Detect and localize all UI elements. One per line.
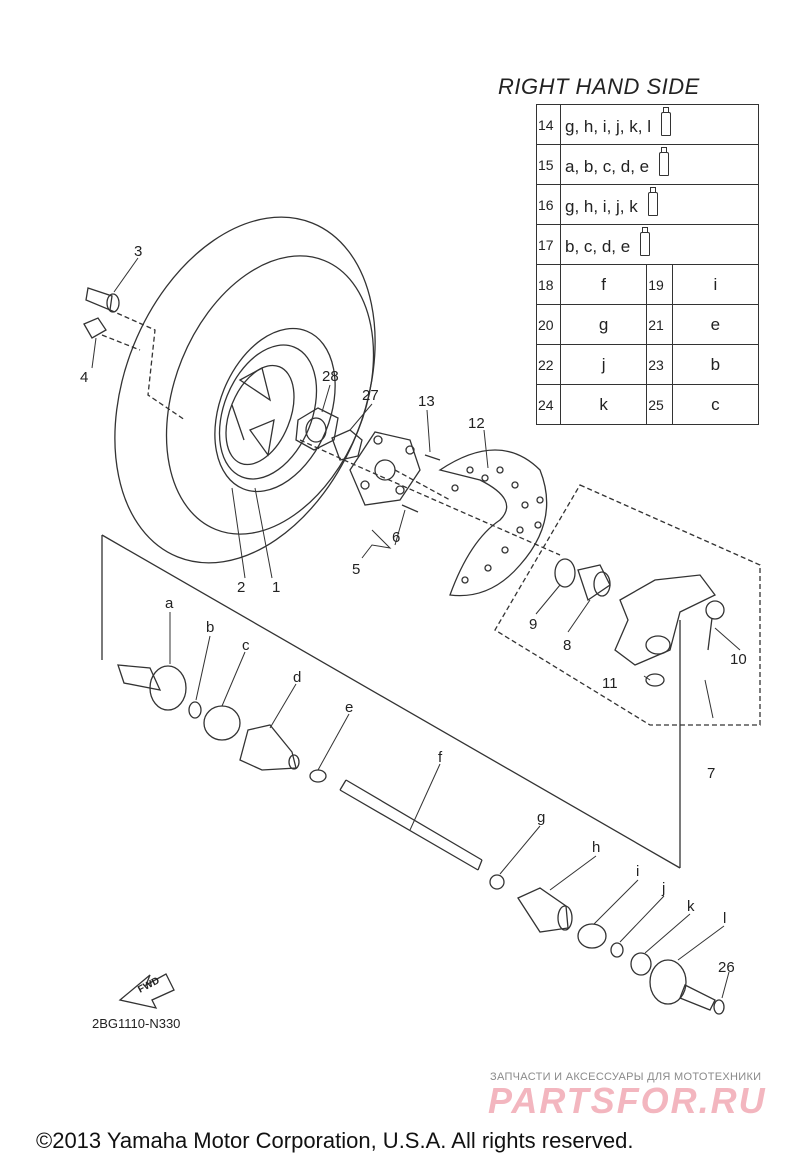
leader-lines (91, 257, 741, 999)
kit-parts-text: a, b, c, d, e (565, 157, 650, 176)
boot-band-e (309, 769, 327, 783)
part-number: 25 (646, 384, 673, 425)
clip-ring-b (188, 701, 202, 719)
callout-j: j (661, 880, 665, 897)
cv-joint-inner-l (649, 959, 716, 1011)
boot-kit-frame (101, 534, 681, 869)
table-row: 20 g 21 e (536, 304, 760, 345)
callout-3: 3 (134, 243, 142, 260)
callout-l: l (723, 910, 726, 927)
brake-disc (438, 449, 548, 597)
table-row: 15 a, b, c, d, e (536, 144, 759, 185)
table-row: 18 f 19 i (536, 264, 760, 305)
callout-2: 2 (237, 579, 245, 596)
grease-tube-icon (659, 147, 670, 176)
parts-kit-table: 14 g, h, i, j, k, l 15 a, b, c, d, e 16 … (536, 104, 760, 425)
fwd-arrow-icon (118, 973, 175, 1009)
table-title: RIGHT HAND SIDE (498, 74, 700, 99)
kit-number: 14 (536, 104, 561, 145)
kit-parts: b, c, d, e (560, 224, 759, 265)
table-row: 16 g, h, i, j, k (536, 184, 759, 225)
callout-f: f (438, 749, 443, 766)
part-letter: g (559, 304, 648, 345)
grease-tube-icon (647, 187, 658, 216)
part-letter: j (559, 344, 648, 385)
callout-4: 4 (80, 369, 88, 386)
part-letter: i (671, 264, 760, 305)
table-row: 24 k 25 c (536, 384, 760, 425)
callout-7: 7 (707, 765, 715, 782)
callout-28: 28 (322, 368, 339, 385)
callout-6: 6 (392, 529, 400, 546)
part-number: 23 (646, 344, 673, 385)
callout-k: k (687, 898, 695, 915)
callout-12: 12 (468, 415, 485, 432)
callout-11: 11 (602, 675, 618, 692)
part-letter: k (559, 384, 648, 425)
kit-number: 17 (536, 224, 561, 265)
part-number: 22 (536, 344, 561, 385)
callout-i: i (636, 863, 639, 880)
part-number: 20 (536, 304, 561, 345)
callout-10: 10 (730, 651, 747, 668)
part-number: 24 (536, 384, 561, 425)
kit-parts-text: b, c, d, e (565, 237, 631, 256)
boot-band-g (489, 874, 505, 890)
cv-joint-outer (117, 664, 187, 711)
kit-parts: g, h, i, j, k (560, 184, 759, 225)
steering-knuckle (614, 574, 725, 687)
kit-number: 16 (536, 184, 561, 225)
callout-13: 13 (418, 393, 435, 410)
callout-26: 26 (718, 959, 735, 976)
copyright-notice: ©2013 Yamaha Motor Corporation, U.S.A. A… (36, 1128, 634, 1153)
grease-tube-icon (640, 227, 651, 256)
callout-h: h (592, 839, 600, 856)
hub-nut (295, 407, 363, 461)
table-row: 22 j 23 b (536, 344, 760, 385)
part-number: 21 (646, 304, 673, 345)
valve-stem (83, 287, 120, 339)
callout-1: 1 (272, 579, 280, 596)
wheel-hub (349, 431, 441, 513)
callout-8: 8 (563, 637, 571, 654)
cv-boot-d (239, 724, 300, 771)
cv-boot-h (517, 887, 573, 933)
circlip-bearing (554, 558, 611, 602)
kit-parts: a, b, c, d, e (560, 144, 759, 185)
boot-band-i (577, 923, 607, 949)
o-ring-k (630, 952, 652, 976)
drive-shaft-f (339, 779, 483, 871)
kit-parts-text: g, h, i, j, k, l (565, 117, 651, 136)
boot-band-c (203, 705, 241, 741)
callout-g: g (537, 809, 545, 826)
callout-d: d (293, 669, 301, 686)
callout-b: b (206, 619, 214, 636)
clip-ring-j (610, 942, 624, 958)
callout-5: 5 (352, 561, 360, 578)
part-letter: b (671, 344, 760, 385)
table-row: 14 g, h, i, j, k, l (536, 104, 759, 145)
callout-27: 27 (362, 387, 379, 404)
kit-number: 15 (536, 144, 561, 185)
callout-a: a (165, 595, 174, 612)
grease-tube-icon (660, 107, 671, 136)
watermark-tagline: ЗАПЧАСТИ И АКСЕССУАРЫ ДЛЯ МОТОТЕХНИКИ (490, 1071, 762, 1083)
watermark-logo: PARTSFOR.RU (488, 1080, 767, 1121)
part-letter: e (671, 304, 760, 345)
fwd-label: FWD (136, 975, 161, 995)
kit-parts: g, h, i, j, k, l (560, 104, 759, 145)
part-letter: c (671, 384, 760, 425)
part-number: 18 (536, 264, 561, 305)
diagram-code: 2BG1110-N330 (92, 1016, 181, 1031)
callout-c: c (242, 637, 250, 654)
callout-e: e (345, 699, 353, 716)
part-number: 19 (646, 264, 673, 305)
circlip-26 (713, 999, 725, 1015)
kit-parts-text: g, h, i, j, k (565, 197, 638, 216)
callout-9: 9 (529, 616, 537, 633)
part-letter: f (559, 264, 648, 305)
table-row: 17 b, c, d, e (536, 224, 759, 265)
